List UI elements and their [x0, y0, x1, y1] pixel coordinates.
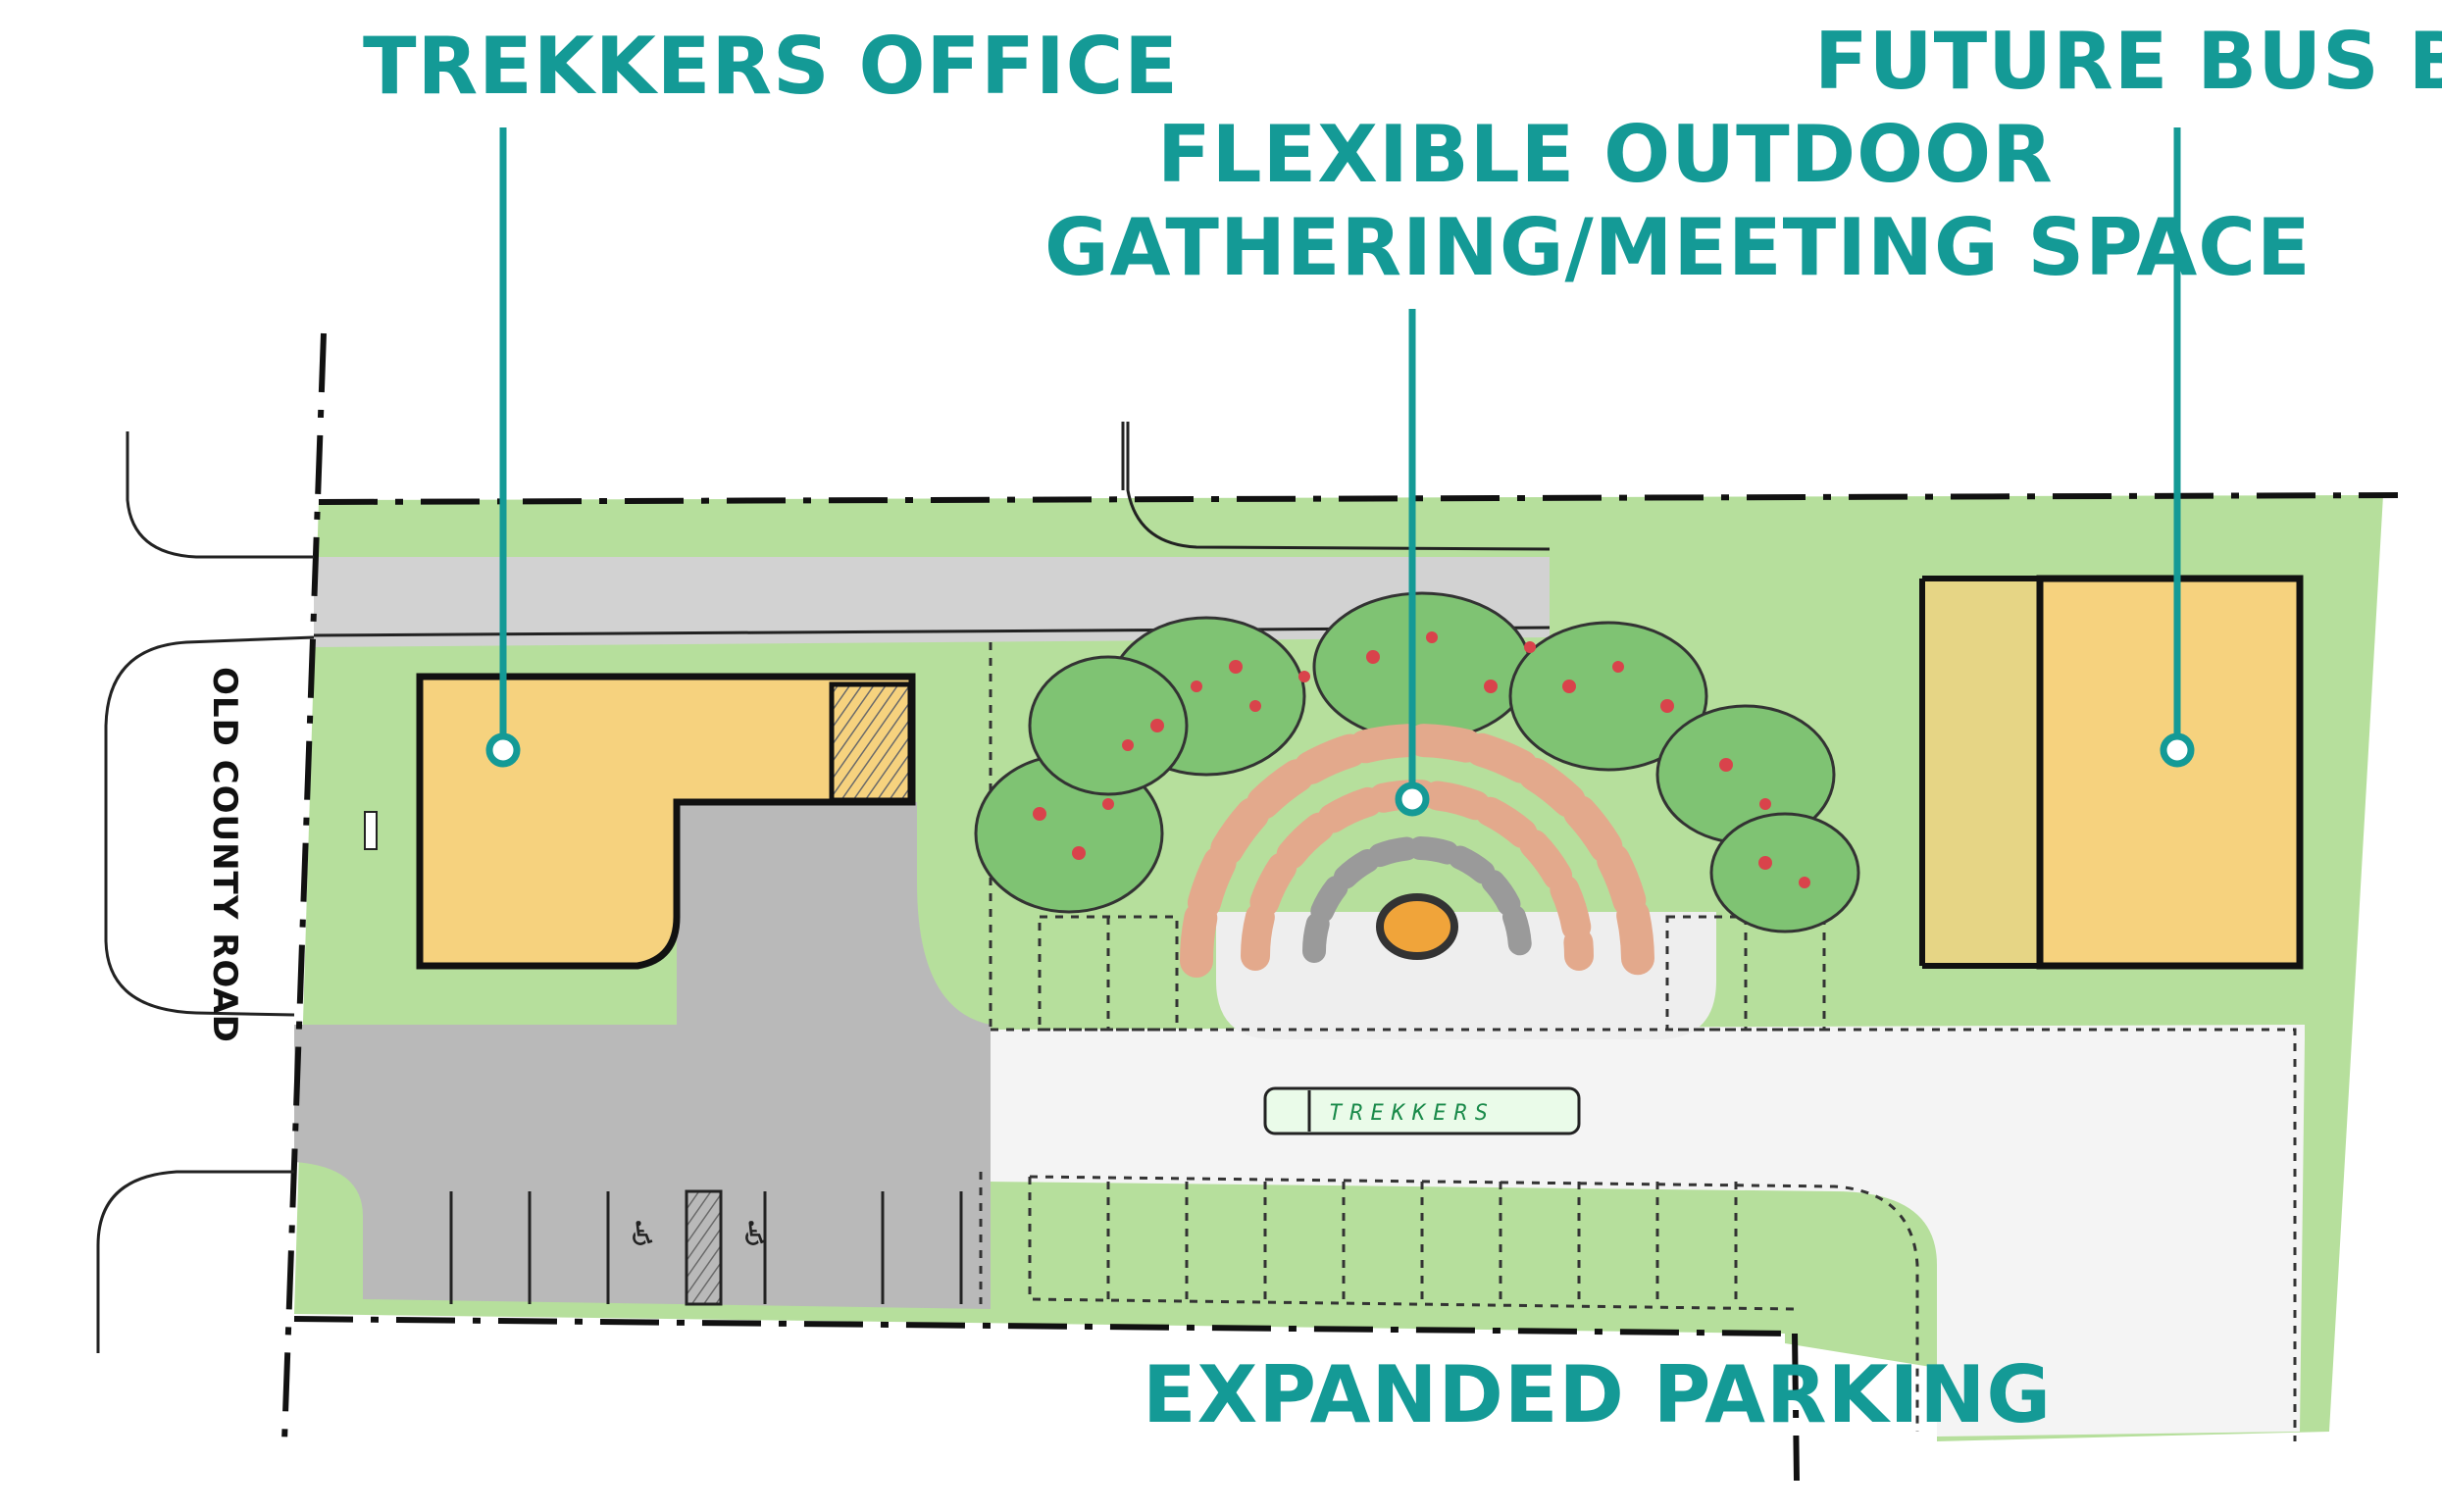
- accessible-parking-icon: ♿: [740, 1215, 770, 1254]
- callouts: [499, 127, 2181, 799]
- planting-beds: [974, 591, 1860, 933]
- parking-label: EXPANDED PARKING: [1143, 1349, 2052, 1440]
- property-boundary: [281, 332, 2399, 1482]
- office-label: TREKKERS OFFICE: [363, 21, 1179, 112]
- accessible-aisle: [685, 1189, 723, 1306]
- flowers: [1033, 631, 1810, 888]
- accessible-parking-icon: ♿: [628, 1215, 657, 1254]
- gathering-label-line2: GATHERING/MEETING SPACE: [1044, 202, 2312, 293]
- future-bus-barn-building: [1919, 575, 2304, 970]
- fire-pit: [1376, 893, 1458, 960]
- gathering-callout-dot: [1395, 781, 1430, 817]
- trekkers-bus: TREKKERS: [1263, 1086, 1581, 1135]
- road-marker: [364, 811, 378, 850]
- bus-lettering: TREKKERS: [1329, 1101, 1496, 1126]
- road-label: OLD COUNTY ROAD: [205, 667, 244, 1043]
- office-annex: [829, 681, 913, 803]
- bus-barn-callout-dot: [2160, 732, 2195, 768]
- trekkers-office-building: [416, 673, 916, 970]
- asphalt-lot: [294, 802, 991, 1309]
- gathering-label-line1: FLEXIBLE OUTDOOR: [1157, 109, 2054, 200]
- expanded-parking-stalls: [991, 915, 2297, 1441]
- office-callout-dot: [485, 732, 521, 768]
- bus-barn-label: FUTURE BUS BARN: [1814, 16, 2442, 107]
